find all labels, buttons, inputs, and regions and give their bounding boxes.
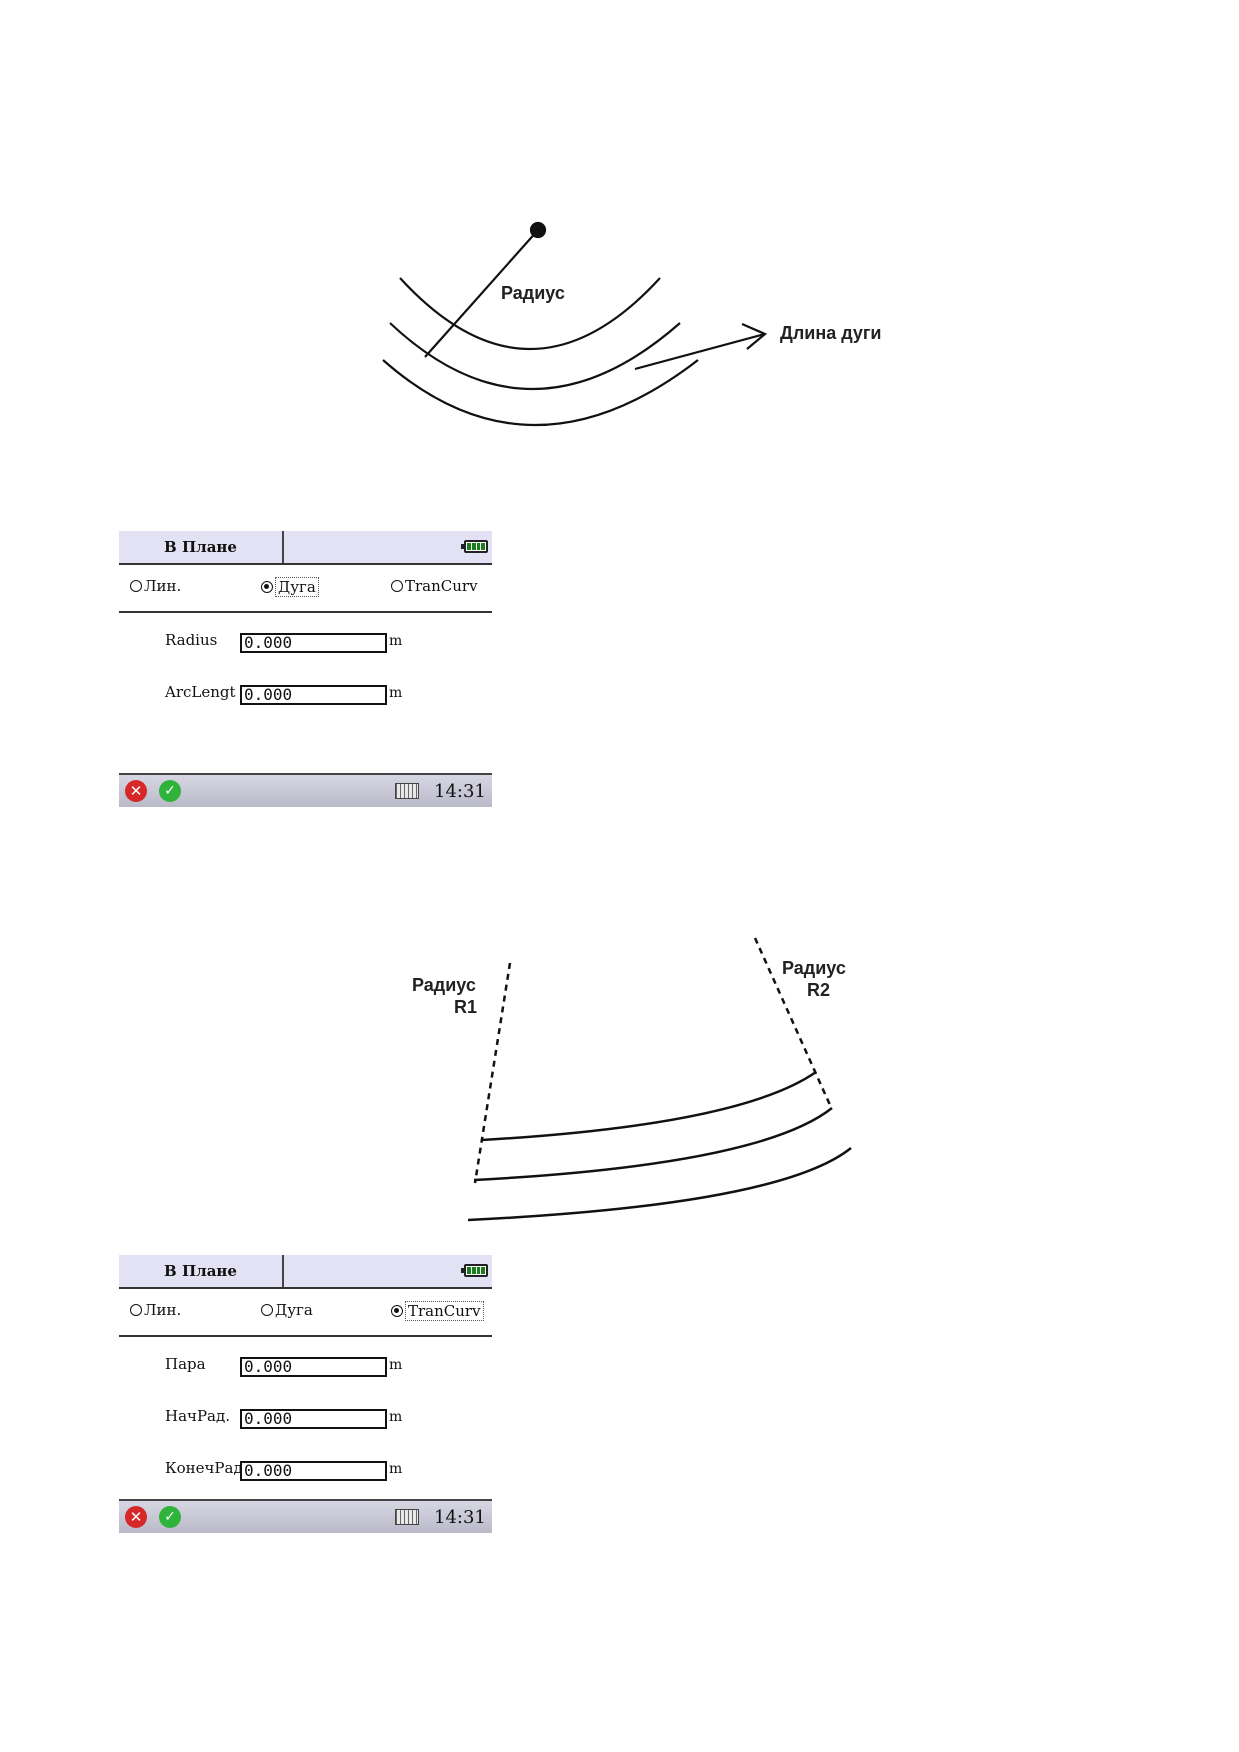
radio-line[interactable]: Лин. (130, 1301, 181, 1319)
radio-arc[interactable]: Дуга (261, 1301, 313, 1319)
radius-input[interactable]: 0.000 (240, 633, 387, 653)
radio-label: Лин. (144, 577, 182, 595)
radius-r1-label-line2: R1 (454, 997, 478, 1017)
radio-label: Дуга (275, 1301, 313, 1319)
clock: 14:31 (434, 781, 486, 802)
radius-field-label: Radius (165, 631, 218, 649)
start-radius-unit: m (389, 1409, 403, 1425)
device-screen-trancurv: В Плане Лин. Дуга TranCurv Пара 0.000 m … (119, 1255, 492, 1538)
start-radius-field-label: НачРад. (165, 1407, 230, 1425)
keyboard-icon[interactable] (395, 1509, 419, 1525)
radius-r1-line (473, 962, 512, 1184)
arc-length-arrow (634, 332, 766, 371)
status-bar: ✕ ✓ 14:31 (119, 773, 492, 807)
arc-length-unit: m (389, 685, 403, 701)
start-radius-input[interactable]: 0.000 (240, 1409, 387, 1429)
arrowhead (741, 322, 768, 350)
end-radius-unit: m (389, 1461, 403, 1477)
radius-r1-label-line1: Радиус (412, 975, 476, 995)
radio-arc[interactable]: Дуга (261, 577, 319, 597)
center-point (529, 221, 547, 239)
battery-icon (461, 540, 488, 553)
arc-outer (382, 359, 699, 427)
radio-label: TranCurv (405, 1301, 484, 1321)
clock: 14:31 (434, 1507, 486, 1528)
end-radius-input[interactable]: 0.000 (240, 1461, 387, 1481)
radius-r2-label-line1: Радиус (782, 958, 846, 978)
title-bar: В Плане (119, 1255, 492, 1289)
arc-length-input[interactable]: 0.000 (240, 685, 387, 705)
curve-outer (467, 1147, 852, 1222)
radio-line[interactable]: Лин. (130, 577, 181, 595)
radio-label: TranCurv (405, 577, 478, 595)
check-icon[interactable]: ✓ (159, 780, 181, 802)
radio-circle-icon (130, 580, 142, 592)
mode-radio-group: Лин. Дуга TranCurv (119, 565, 492, 613)
para-input[interactable]: 0.000 (240, 1357, 387, 1377)
radio-circle-icon (261, 1304, 273, 1316)
status-bar: ✕ ✓ 14:31 (119, 1499, 492, 1533)
check-icon[interactable]: ✓ (159, 1506, 181, 1528)
keyboard-icon[interactable] (395, 783, 419, 799)
arc-length-label: Длина дуги (780, 323, 882, 343)
close-icon[interactable]: ✕ (125, 1506, 147, 1528)
transition-curve-diagram (467, 937, 852, 1222)
page-title: В Плане (119, 531, 284, 563)
radius-line (424, 229, 539, 358)
curve-middle (473, 1107, 833, 1182)
para-field-label: Пара (165, 1355, 206, 1373)
radio-label: Дуга (275, 577, 319, 597)
end-radius-field-label: КонечРад (165, 1459, 243, 1477)
radio-label: Лин. (144, 1301, 182, 1319)
mode-radio-group: Лин. Дуга TranCurv (119, 1289, 492, 1337)
radius-r2-line (753, 937, 832, 1106)
radio-circle-icon (130, 1304, 142, 1316)
radius-r2-label-line2: R2 (807, 980, 831, 1000)
para-unit: m (389, 1357, 403, 1373)
curve-inner (481, 1070, 817, 1142)
radius-unit: m (389, 633, 403, 649)
radio-trancurv[interactable]: TranCurv (391, 577, 478, 595)
radius-label: Радиус (501, 283, 565, 303)
radio-selected-icon (261, 581, 273, 593)
page-title: В Плане (119, 1255, 284, 1287)
title-bar: В Плане (119, 531, 492, 565)
arc-inner (399, 277, 661, 350)
radio-trancurv[interactable]: TranCurv (391, 1301, 484, 1321)
close-icon[interactable]: ✕ (125, 780, 147, 802)
arc-middle (389, 322, 681, 390)
radio-circle-icon (391, 580, 403, 592)
battery-icon (461, 1264, 488, 1277)
device-screen-arc: В Плане Лин. Дуга TranCurv Radius 0.000 … (119, 531, 492, 812)
radio-selected-icon (391, 1305, 403, 1317)
arc-diagram (382, 221, 768, 427)
arc-length-field-label: ArcLengt (165, 683, 236, 701)
